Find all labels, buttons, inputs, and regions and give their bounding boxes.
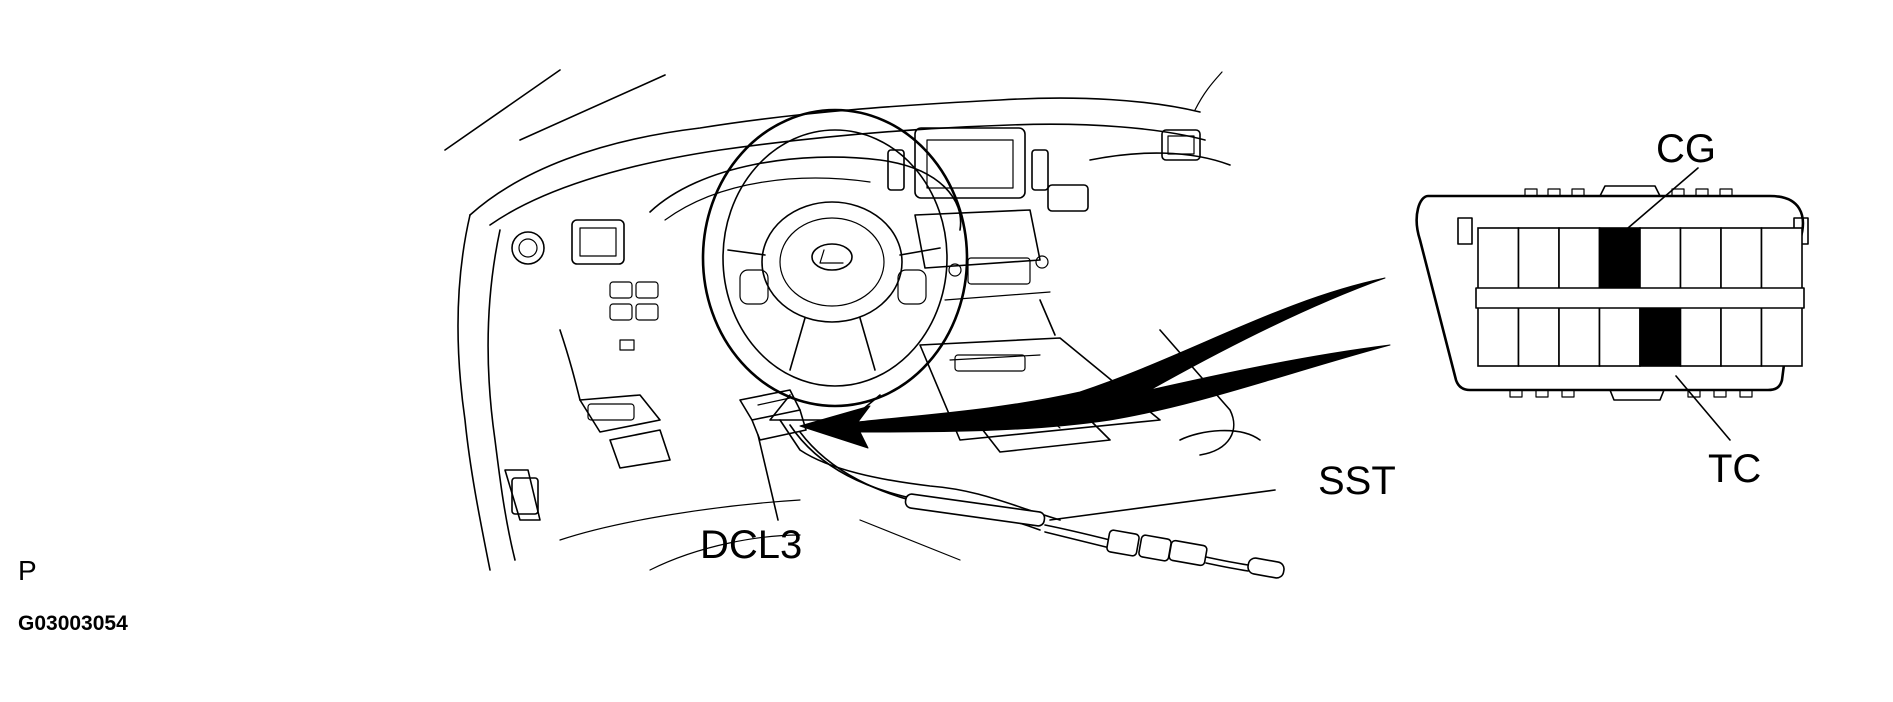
pin-top-7 [1720,227,1763,291]
pin-top-8 [1760,227,1803,291]
pin-top-6 [1679,227,1722,291]
pin-top-2 [1517,227,1560,291]
pin-bottom-4 [1598,305,1641,367]
pin-bottom-1 [1477,305,1520,367]
pin-grid [1477,227,1803,367]
pin-cg [1598,227,1641,291]
pin-bottom-3 [1558,305,1601,367]
pin-bottom-2 [1517,305,1560,367]
pin-top-3 [1558,227,1601,291]
sst-cable [779,419,1285,579]
pin-bottom-8 [1760,305,1803,367]
dcl3-label: DCL3 [700,523,802,567]
pin-tc [1639,305,1682,367]
sst-label: SST [1318,459,1396,503]
pin-top-5 [1639,227,1682,291]
leader-lines [757,167,1731,521]
pin-bottom-6 [1679,305,1722,367]
page-marker: P [18,555,37,586]
dashboard-illustration [444,69,1261,571]
figure-code: G03003054 [18,612,128,635]
dlc3-connector-face [1415,185,1809,401]
pin-bottom-7 [1720,305,1763,367]
pin-top-1 [1477,227,1520,291]
cg-label: CG [1656,127,1716,171]
pointer-arrow [799,277,1391,449]
tc-label: TC [1708,447,1761,491]
